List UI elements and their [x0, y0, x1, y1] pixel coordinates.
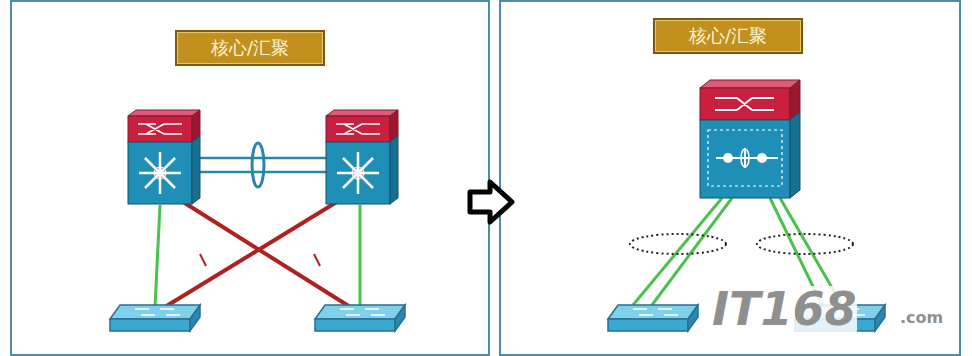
header-text: 核心/汇聚 — [689, 25, 767, 47]
watermark: IT168 — [712, 286, 857, 332]
header-box: 核心/汇聚 — [175, 30, 325, 66]
header-text: 核心/汇聚 — [211, 37, 289, 59]
watermark-suffix: .com — [900, 310, 943, 326]
header-box: 核心/汇聚 — [653, 18, 803, 54]
